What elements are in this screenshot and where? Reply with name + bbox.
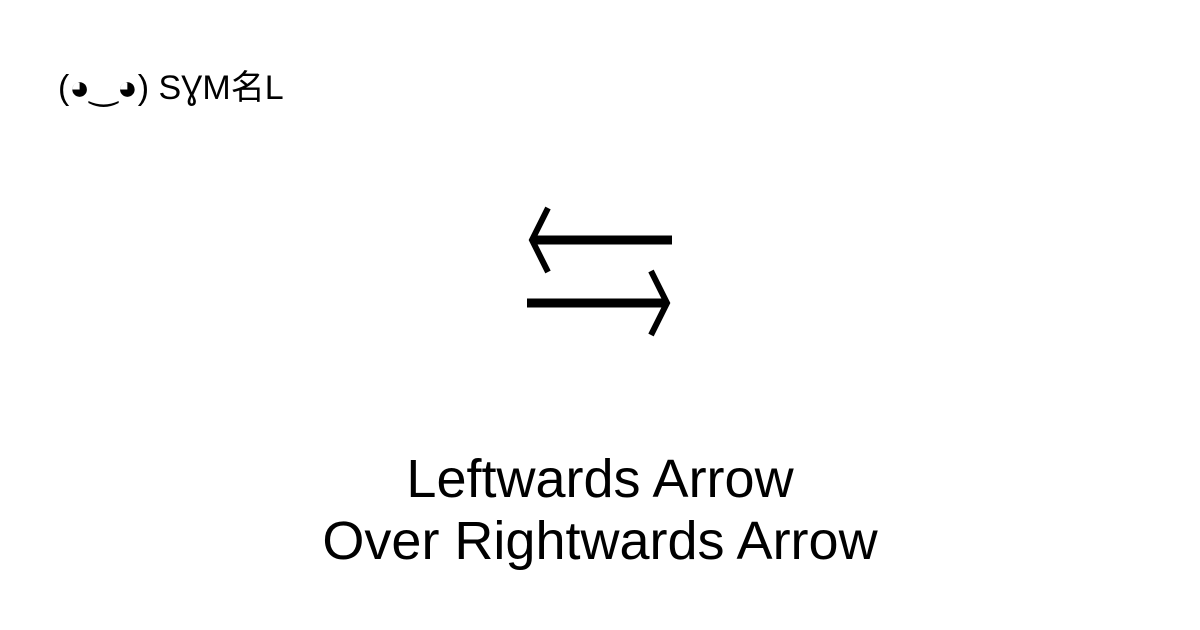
symbol-name-line-1: Leftwards Arrow — [406, 449, 794, 509]
symbol-name-line-2: Over Rightwards Arrow — [322, 511, 878, 571]
symbol-name: Leftwards Arrow Over Rightwards Arrow — [0, 448, 1200, 572]
leftwards-arrow-over-rightwards-arrow-icon — [520, 200, 680, 345]
site-logo[interactable]: (◕‿◕) SƔM名L — [58, 69, 284, 107]
